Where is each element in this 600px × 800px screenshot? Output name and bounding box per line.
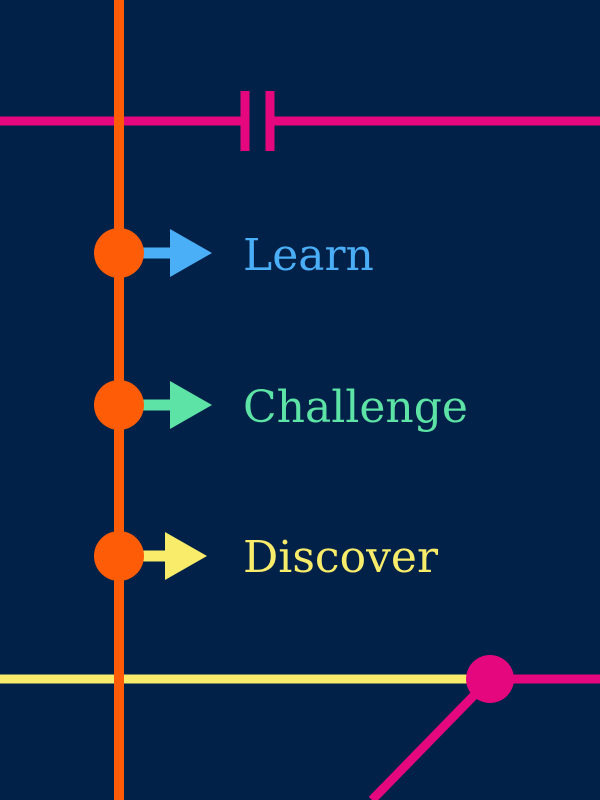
diagonal-line — [368, 675, 494, 800]
junction-node — [466, 655, 514, 703]
discover-label: Discover — [243, 532, 438, 583]
challenge-label: Challenge — [243, 382, 468, 433]
learn-label: Learn — [243, 230, 374, 281]
discover-node — [94, 531, 144, 581]
learn-node — [94, 228, 144, 278]
discover-arrow-head — [165, 532, 207, 580]
learn-arrow-head — [170, 229, 212, 277]
challenge-node — [94, 380, 144, 430]
challenge-arrow-head — [170, 381, 212, 429]
